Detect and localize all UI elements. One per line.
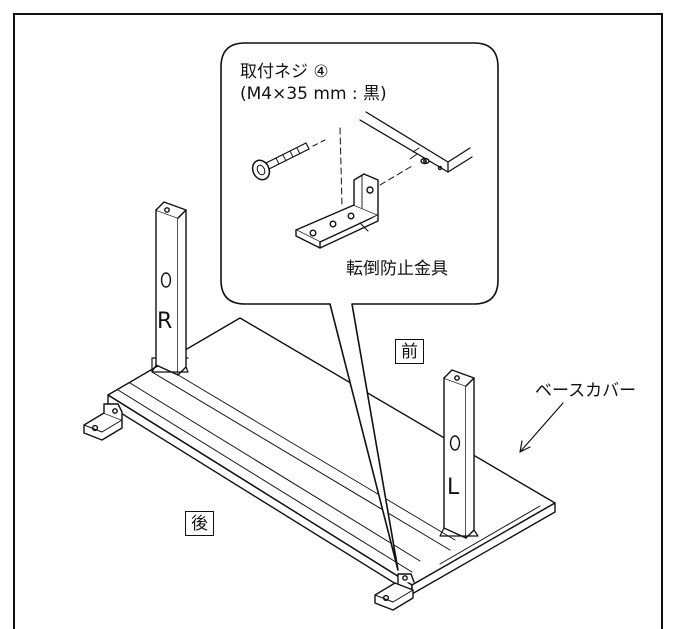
screw-icon bbox=[251, 139, 326, 181]
foot-right bbox=[374, 573, 415, 611]
foot-left bbox=[83, 403, 123, 441]
bracket-icon bbox=[295, 173, 379, 249]
base-cover-label: ベースカバー bbox=[535, 381, 637, 401]
screw-label: 取付ネジ ④ bbox=[240, 62, 329, 82]
callout-bubble bbox=[220, 42, 499, 571]
post-left bbox=[439, 369, 479, 539]
bracket-label: 転倒防止金具 bbox=[346, 259, 448, 279]
post-right-letter: R bbox=[157, 309, 173, 334]
post-left-letter: L bbox=[447, 475, 460, 500]
panel-corner bbox=[359, 111, 473, 173]
figure-frame bbox=[13, 13, 663, 629]
screw-spec-label: (M4×35 mm : 黒) bbox=[240, 84, 387, 104]
base-stand bbox=[107, 317, 556, 595]
post-right bbox=[151, 201, 189, 376]
base-cover-arrow bbox=[519, 402, 564, 453]
bracket-guide bbox=[379, 165, 413, 186]
back-label: 後 bbox=[185, 511, 214, 536]
front-label: 前 bbox=[395, 339, 424, 364]
guide-line bbox=[339, 127, 343, 206]
